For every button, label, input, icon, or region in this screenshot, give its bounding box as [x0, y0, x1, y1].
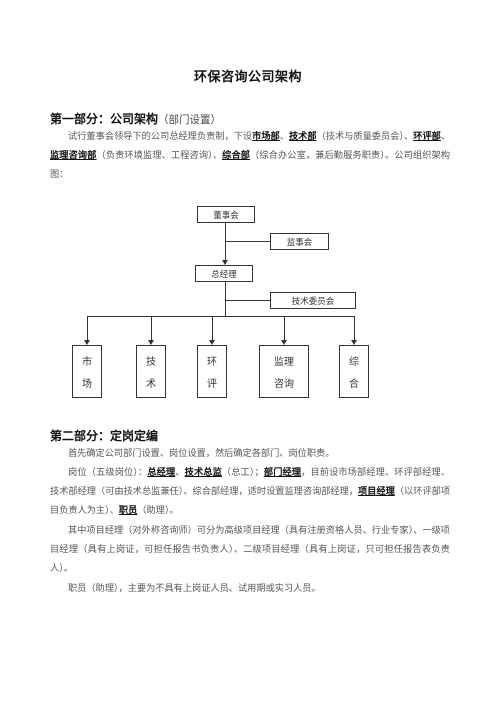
dept-label-top: 综	[349, 357, 359, 369]
dept-label-top: 环	[207, 357, 217, 369]
role-dept-manager-term: 部门经理	[263, 467, 302, 478]
section1-heading-note: （部门设置）	[158, 114, 222, 126]
org-gm-box: 总经理	[195, 265, 253, 282]
text-run: （助理）。	[137, 505, 179, 516]
text-run: 职员（助理），主要为不具有上岗证人员、试用期或实习人员。	[68, 583, 321, 594]
document-title: 环保咨询公司架构	[193, 70, 302, 85]
org-line-dept1	[87, 316, 88, 340]
dept-supervision-term: 监理咨询部	[50, 150, 97, 161]
section2-paragraph-1: 首先确定公司部门设置、岗位设置，然后确定各部门、岗位职责。	[50, 444, 450, 463]
org-arrow-dept5	[351, 340, 357, 345]
org-arrow-dept2	[148, 340, 154, 345]
role-staff-term: 职员	[118, 505, 138, 516]
org-line-supervisor	[225, 241, 270, 242]
org-line-dept3	[212, 316, 213, 340]
text-run: 、	[440, 131, 451, 142]
dept-general-term: 综合部	[222, 150, 251, 161]
section2-paragraph-4: 职员（助理），主要为不具有上岗证人员、试用期或实习人员。	[50, 579, 450, 598]
text-run: （负责环境监理、工程咨询）、	[96, 150, 223, 161]
text-run: （综合办公室，兼后勤服务职责）。公司组织架构图：	[50, 150, 451, 180]
dept-label-top: 技	[146, 357, 156, 369]
dept-market-term: 市场部	[252, 131, 280, 142]
org-line-dept5	[354, 316, 355, 340]
org-supervisor-box: 监事会	[270, 233, 329, 250]
org-dept-market: 市 场	[72, 345, 102, 398]
text-run: （以环评部项目负责人为主）、	[50, 486, 451, 516]
role-gm-term: 总经理	[147, 467, 176, 478]
section1-heading: 第一部分：公司架构（部门设置）	[50, 110, 221, 127]
org-line-tech	[225, 300, 270, 301]
section2-paragraph-2: 岗位（五级岗位）：总经理、技术总监（总工）；部门经理，目前设市场部经理、环评部经…	[50, 463, 450, 520]
text-run: 其中项目经理（对外称咨询师）可分为高级项目经理（具有注册资格人员、行业专家）、一…	[50, 525, 450, 574]
text-run: （总工）；	[221, 467, 264, 478]
dept-label-top: 监理	[274, 357, 294, 369]
org-dept-eia: 环 评	[197, 345, 227, 398]
text-run: 首先确定公司部门设置、岗位设置，然后确定各部门、岗位职责。	[68, 448, 335, 459]
dept-label-bottom: 合	[349, 378, 359, 390]
role-project-manager-term: 项目经理	[358, 486, 395, 497]
org-arrow-dept1	[84, 340, 90, 345]
dept-label-bottom: 咨询	[274, 378, 294, 390]
section2-heading: 第二部分：定岗定编	[50, 429, 159, 443]
text-run: 、	[175, 467, 185, 478]
text-run: 试行董事会领导下的公司总经理负责制，下设	[68, 131, 253, 142]
dept-label-bottom: 术	[146, 378, 156, 390]
role-tech-director-term: 技术总监	[184, 467, 222, 478]
dept-eia-term: 环评部	[413, 131, 441, 142]
org-line-dept4	[284, 316, 285, 340]
org-tech-committee-box: 技术委员会	[270, 292, 356, 309]
text-run: （技术与质量委员会）、	[316, 131, 414, 142]
org-horizontal-bus	[87, 316, 354, 317]
org-dept-general: 综 合	[339, 345, 369, 398]
org-line-gm-down	[225, 282, 226, 316]
dept-tech-term: 技术部	[288, 131, 317, 142]
org-arrow-dept4	[281, 340, 287, 345]
text-run: 岗位（五级岗位）：	[68, 467, 148, 478]
section1-paragraph: 试行董事会领导下的公司总经理负责制，下设市场部、技术部（技术与质量委员会）、环评…	[50, 127, 450, 184]
org-line-dept2	[151, 316, 152, 340]
text-run: ，目前设市场部经理、环评部经理、技术部经理（可由技术总监兼任）、综合部经理，适时…	[50, 467, 451, 497]
dept-label-bottom: 场	[82, 378, 92, 390]
dept-label-bottom: 评	[207, 378, 217, 390]
org-dept-tech: 技 术	[136, 345, 166, 398]
section2-paragraph-3: 其中项目经理（对外称咨询师）可分为高级项目经理（具有注册资格人员、行业专家）、一…	[50, 521, 450, 578]
org-arrow-gm	[222, 260, 228, 265]
org-dept-supervision: 监理 咨询	[259, 345, 309, 398]
text-run: 、	[279, 131, 289, 142]
org-board-box: 董事会	[197, 206, 255, 223]
org-arrow-dept3	[209, 340, 215, 345]
section1-heading-text: 第一部分：公司架构	[50, 112, 159, 126]
dept-label-top: 市	[82, 357, 92, 369]
